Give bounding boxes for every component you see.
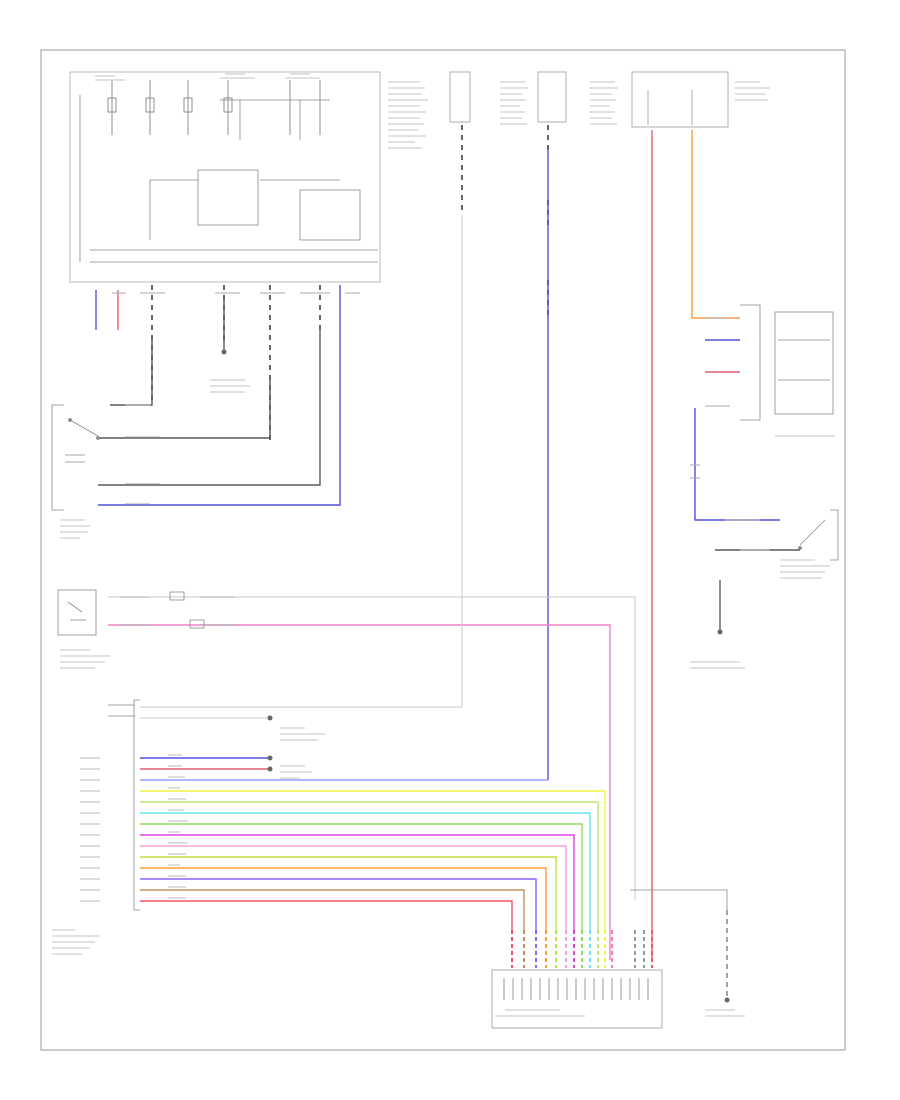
wire-bundle-14 [140,900,513,930]
wire-black-2 [98,380,271,439]
red-wires [117,130,740,960]
wire-tags [112,292,770,626]
power-supply-blocks [449,71,729,128]
diagram-frame [40,49,846,1051]
control-unit-bracket [108,699,140,911]
dashed-wire-group [151,125,549,440]
wire-bundle-9 [140,845,567,930]
connector-block [491,969,663,1029]
combination-meter [740,304,834,421]
gray-wires [108,215,636,900]
label-placeholders [52,73,835,1017]
wire-bundle [140,757,606,930]
hazard-switch [51,404,100,511]
wire-black-3 [98,330,321,486]
ground-symbols [221,349,730,1003]
wire-bundle-7 [140,823,583,930]
blue-wires [95,150,780,780]
brake-switch [798,509,839,561]
wire-bundle-13 [140,889,525,930]
wire-orange-2 [691,210,740,319]
bundle-labels [80,754,188,902]
connector-right-bracket [630,889,728,910]
wire-bundle-8 [140,834,575,930]
wire-blue-1 [98,285,341,506]
wire-bundle-5 [140,801,599,930]
fuse-group [107,80,321,135]
wire-bundle-11 [140,867,547,930]
wire-blue-2 [694,408,780,521]
wire-black-1 [110,340,153,406]
wire-bundle-6 [140,812,591,930]
black-wires [98,300,800,630]
wire-pink [108,624,611,960]
relay-1 [197,169,259,226]
fuse-relay-box [69,71,381,283]
connector-pin-stubs [511,930,653,968]
wire-bundle-10 [140,856,557,930]
relay-2 [299,189,361,241]
wire-bundle-4 [140,790,606,930]
wire-bundle-12 [140,878,537,930]
orange-wires [691,130,740,319]
cruise-relay [57,589,205,636]
